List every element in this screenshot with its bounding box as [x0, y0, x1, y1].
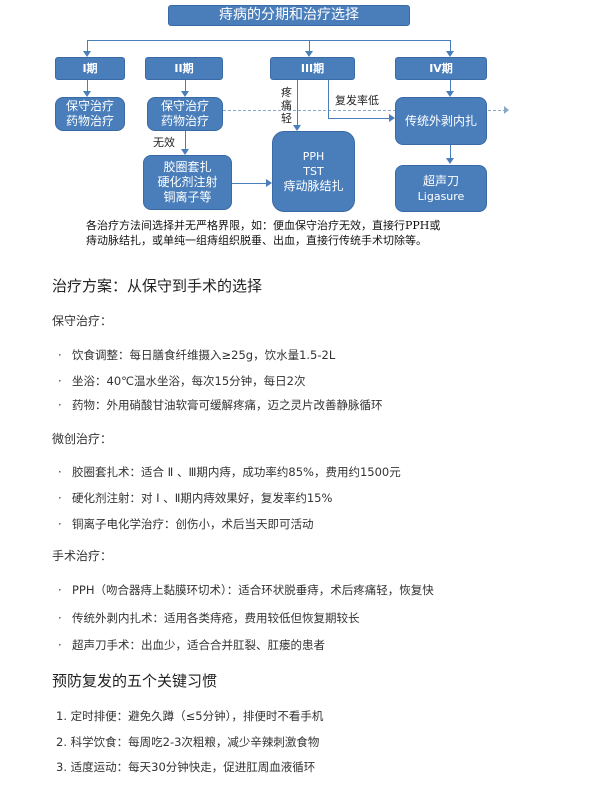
method-line: 痔动脉结扎: [283, 179, 344, 193]
connector: [87, 40, 451, 41]
connector: [297, 80, 298, 126]
item-text: 胶圈套扎术：适合 Ⅱ 、Ⅲ期内痔，成功率约85%，费用约1500元: [72, 465, 401, 479]
list-item: ·药物：外用硝酸甘油软膏可缓解疼痛，迈之灵片改善静脉循环: [58, 398, 383, 412]
connector: [185, 80, 186, 92]
method-line: PPH: [302, 150, 325, 163]
diagram-title: 痔病的分期和治疗选择: [168, 5, 410, 26]
stage1-treatment: 保守治疗药物治疗: [55, 97, 125, 131]
arrow-down-icon: [181, 91, 189, 97]
list-item: ·胶圈套扎术：适合 Ⅱ 、Ⅲ期内痔，成功率约85%，费用约1500元: [58, 465, 401, 479]
connector: [232, 183, 266, 184]
item-text: 传统外剥内扎术：适用各类痔疮，费用较低但恢复期较长: [72, 611, 360, 625]
list-item: ·PPH（吻合器痔上黏膜环切术）：适合环状脱垂痔，术后疼痛轻，恢复快: [58, 583, 434, 597]
diagram-caption: 各治疗方法间选择并无严格界限，如：便血保守治疗无效，直接行PPH或痔动脉结扎，或…: [86, 218, 506, 248]
connector: [87, 80, 88, 92]
arrow-down-icon: [293, 125, 301, 131]
item-text: 药物：外用硝酸甘油软膏可缓解疼痛，迈之灵片改善静脉循环: [72, 398, 383, 412]
pain-char: 痛: [281, 99, 292, 112]
connector: [309, 40, 310, 52]
subsection-title: 手术治疗：: [52, 549, 113, 563]
list-item: ·坐浴：40℃温水坐浴，每次15分钟，每日2次: [58, 374, 306, 388]
connector: [328, 80, 329, 118]
dotted-connector: [223, 110, 506, 111]
habit-item: 1. 定时排便：避免久蹲（≤5分钟），排便时不看手机: [56, 709, 324, 723]
section-heading: 预防复发的五个关键习惯: [52, 672, 218, 690]
subsection-title: 保守治疗：: [52, 314, 113, 328]
pain-char: 疼: [281, 86, 292, 99]
stage-1: I期: [55, 57, 125, 80]
treatment-line: 保守治疗: [65, 99, 114, 113]
treatment-line: 药物治疗: [65, 114, 114, 128]
caption-line: 各治疗方法间选择并无严格界限，如：便血保守治疗无效，直接行PPH或: [86, 219, 441, 232]
method-line: 胶圈套扎: [163, 160, 212, 174]
method-line: Ligasure: [417, 189, 465, 203]
stage-2: II期: [145, 57, 223, 80]
arrow-right-icon: [389, 114, 395, 122]
recurrence-label: 复发率低: [335, 94, 379, 107]
method-line: 超声刀: [422, 173, 459, 188]
item-text: 饮食调整：每日膳食纤维摄入≥25g，饮水量1.5-2L: [72, 348, 336, 362]
arrow-right-icon: [504, 106, 509, 114]
method-line: 硬化剂注射: [157, 175, 218, 189]
connector: [450, 80, 451, 92]
arrow-down-icon: [181, 149, 189, 155]
list-item: ·超声刀手术：出血少，适合合并肛裂、肛瘘的患者: [58, 638, 325, 652]
arrow-down-icon: [446, 158, 454, 164]
stage2-treatment: 保守治疗药物治疗: [147, 97, 223, 131]
list-item: ·铜离子电化学治疗：创伤小，术后当天即可活动: [58, 517, 314, 531]
habit-item: 2. 科学饮食：每周吃2-3次粗粮，减少辛辣刺激食物: [56, 735, 320, 749]
treatment-line: 保守治疗: [160, 99, 209, 113]
subsection-title: 微创治疗：: [52, 432, 113, 446]
arrow-down-icon: [446, 51, 454, 57]
traditional-box: 传统外剥内扎: [395, 97, 487, 145]
item-text: 铜离子电化学治疗：创伤小，术后当天即可活动: [72, 517, 314, 531]
list-item: ·传统外剥内扎术：适用各类痔疮，费用较低但恢复期较长: [58, 611, 360, 625]
arrow-down-icon: [83, 51, 91, 57]
arrow-down-icon: [305, 51, 313, 57]
item-text: 超声刀手术：出血少，适合合并肛裂、肛瘘的患者: [72, 638, 325, 652]
list-item: ·饮食调整：每日膳食纤维摄入≥25g，饮水量1.5-2L: [58, 348, 336, 362]
method-line: TST: [303, 165, 324, 178]
connector: [87, 40, 88, 52]
arrow-right-icon: [266, 179, 272, 187]
arrow-down-icon: [83, 91, 91, 97]
item-text: PPH（吻合器痔上黏膜环切术）：适合环状脱垂痔，术后疼痛轻，恢复快: [72, 583, 434, 597]
connector: [328, 118, 390, 119]
section-heading: 治疗方案：从保守到手术的选择: [52, 277, 263, 295]
item-text: 硬化剂注射：对 Ⅰ 、Ⅱ期内痔效果好，复发率约15%: [72, 491, 333, 505]
pain-char: 轻: [281, 112, 292, 125]
method-line: 铜离子等: [163, 190, 212, 204]
caption-line: 痔动脉结扎，或单纯一组痔组织脱垂、出血，直接行传统手术切除等。: [86, 234, 427, 247]
connector: [185, 131, 186, 150]
pain-label: 疼痛轻: [281, 86, 293, 125]
ineffective-label: 无效: [153, 136, 175, 149]
connector: [450, 145, 451, 159]
treatment-line: 药物治疗: [160, 114, 209, 128]
stage-4: IV期: [395, 57, 487, 80]
habit-item: 3. 适度运动：每天30分钟快走，促进肛周血液循环: [56, 760, 316, 774]
item-text: 坐浴：40℃温水坐浴，每次15分钟，每日2次: [72, 374, 306, 388]
stage-3: III期: [270, 57, 355, 80]
minimally-invasive-box: 胶圈套扎硬化剂注射铜离子等: [143, 155, 232, 210]
connector: [450, 40, 451, 52]
list-item: ·硬化剂注射：对 Ⅰ 、Ⅱ期内痔效果好，复发率约15%: [58, 491, 333, 505]
arrow-down-icon: [446, 91, 454, 97]
